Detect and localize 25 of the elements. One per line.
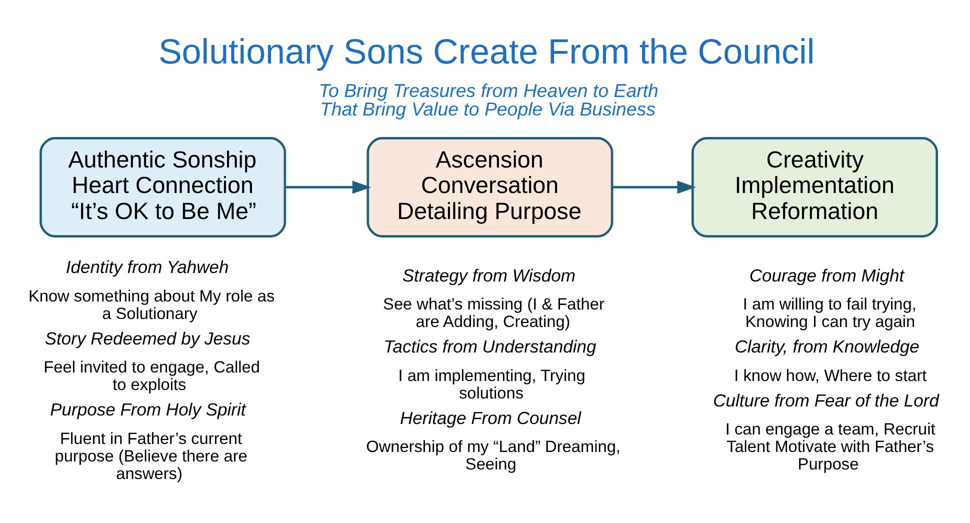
node-label: I am implementing, Trying solutions [398,366,586,402]
node-label: I can engage a team, Recruit Talent Motivate with Father’s Purpose [725,420,936,474]
node-label: Purpose From Holy Spirit [50,399,246,420]
node-box: Creativity Implementation Reformation [692,136,938,237]
node-label: Heritage From Counsel [400,407,582,428]
node-label: Story Redeemed by Jesus [44,328,250,348]
node-label: Clarity, from Knowledge [734,336,920,356]
node-label: Culture from Fear of the Lord [713,390,939,410]
arrow [612,180,696,194]
node-label: Fluent in Father’s current purpose (Believe there are answers) [54,429,248,482]
diagram-title: Solutionary Sons Create From the Council [158,32,815,71]
node-label: Courage from Might [749,264,904,285]
arrow [285,180,372,194]
node-label: Ownership of my “Land” Dreaming, Seeing [366,438,620,474]
node-box: Authentic Sonship Heart Connection “It’s OK to Be Me” [40,136,286,237]
node-label: I know how, Where to start [734,366,927,384]
label: To Bring Treasures from Heaven to Earth That Bring Value to People Via Business [318,80,658,120]
node-label: See what’s missing (I & Father are Adding, Creating) [383,295,604,331]
node-label: Tactics from Understanding [384,336,596,356]
node-label: Know something about My role as a Solutionary [28,286,275,322]
node-label: Strategy from Wisdom [402,264,576,285]
node-label: I am willing to fail trying, Knowing I can try again [742,295,916,331]
node-label: Feel invited to engage, Called to exploits [44,358,260,394]
node-label: Identity from Yahweh [66,256,229,277]
node-box: Ascension Conversation Detailing Purpose [366,136,614,237]
